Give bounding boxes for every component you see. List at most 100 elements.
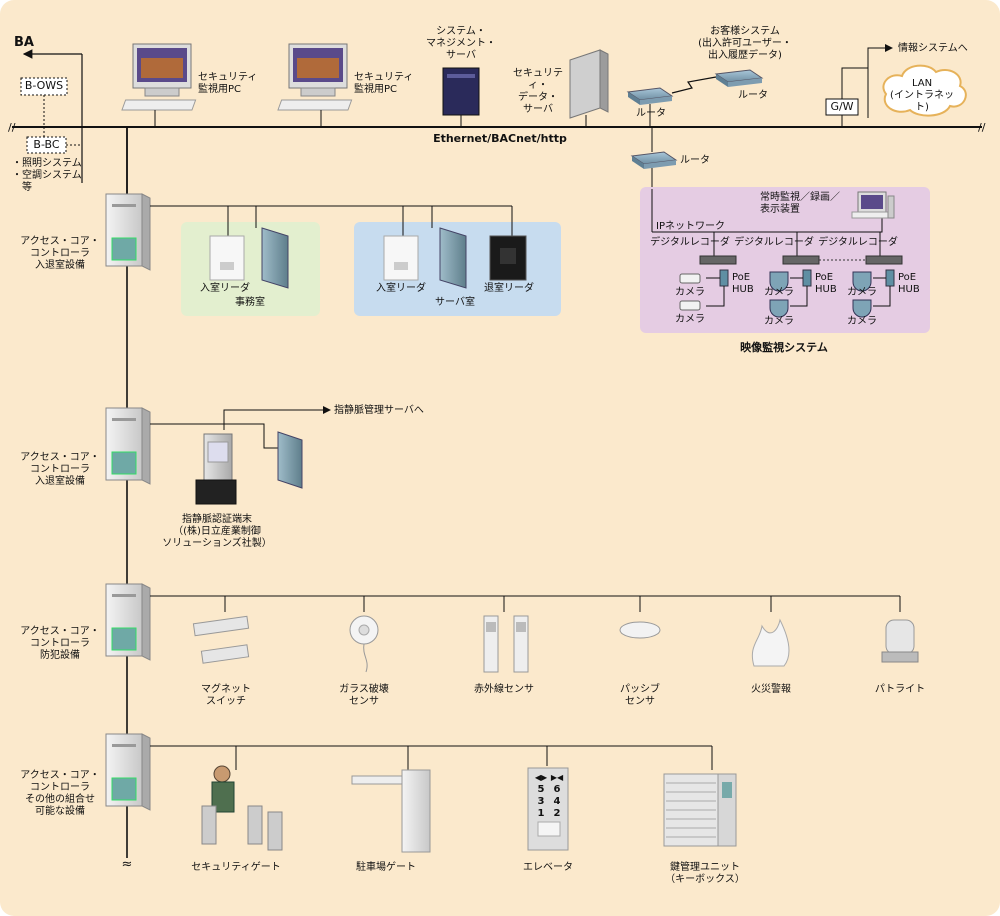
poe-hub-2-label: PoE HUB	[815, 272, 837, 295]
camera-1b-label: カメラ	[675, 314, 705, 325]
controller-1-label: アクセス・コア・ コントローラ 入退室設備	[20, 236, 100, 271]
passive-sensor	[619, 621, 661, 639]
camera-3b-label: カメラ	[847, 316, 877, 327]
recorder-3	[865, 255, 903, 265]
camera-1a	[679, 273, 701, 284]
patlite-label: パトライト	[874, 684, 926, 695]
router3-label: ルータ	[680, 155, 710, 166]
server-in-reader	[383, 235, 419, 281]
pc2-label: セキュリティ 監視用PC	[354, 72, 414, 95]
elevator-btn-2: ▶◀	[550, 773, 564, 782]
patlite-light	[881, 619, 919, 663]
camera-2a-label: カメラ	[764, 287, 794, 298]
camera-2b-label: カメラ	[764, 316, 794, 327]
infrared-sensor-label: 赤外線センサ	[474, 684, 534, 695]
camera-3a	[852, 271, 872, 292]
server-door	[439, 227, 467, 289]
data-server-label: セキュリティ・ データ・ サーバ	[513, 68, 563, 115]
controller-cabinet-3	[105, 583, 151, 661]
parking-gate	[351, 769, 431, 853]
server-room-label: サーバ室	[435, 297, 475, 308]
lan-cloud	[882, 64, 967, 117]
router2-label: ルータ	[738, 90, 768, 101]
monitor-label: 常時監視／録画／ 表示装置	[760, 192, 840, 215]
vein-server-label: 指静脈管理サーバへ	[334, 405, 424, 416]
infrared-sensor	[483, 615, 529, 673]
bus-break-left: //	[8, 121, 16, 134]
magnet-switch-label: マグネット スイッチ	[201, 684, 251, 707]
elevator-btn-4: 6	[553, 784, 561, 795]
video-system-title: 映像監視システム	[740, 341, 828, 354]
poe-hub-1	[719, 269, 729, 287]
camera-1b	[679, 300, 701, 311]
magnet-switch	[192, 615, 250, 664]
controller-2-label: アクセス・コア・ コントローラ 入退室設備	[20, 452, 100, 487]
security-pc-1	[121, 43, 197, 127]
recorder-2	[782, 255, 820, 265]
office-card-reader	[209, 235, 245, 281]
security-gate	[201, 765, 283, 851]
management-server	[442, 67, 480, 127]
camera-2b	[769, 299, 789, 318]
camera-3b	[852, 299, 872, 318]
fire-alarm-label: 火災警報	[751, 684, 791, 695]
ba-label: BA	[14, 35, 34, 50]
controller-cabinet-1	[105, 193, 151, 271]
vein-door	[277, 431, 303, 489]
server-out-reader-label: 退室リーダ	[484, 283, 534, 294]
elevator-btn-7: 1	[537, 808, 545, 819]
glass-break-label: ガラス破壊 センサ	[339, 684, 389, 707]
server-out-reader	[489, 235, 527, 281]
server-in-reader-label: 入室リーダ	[376, 283, 426, 294]
elevator-panel	[527, 767, 569, 851]
security-pc-2	[277, 43, 353, 127]
elevator-btn-8: 2	[553, 808, 561, 819]
poe-hub-3-label: PoE HUB	[898, 272, 920, 295]
fire-alarm	[751, 618, 790, 667]
bc-systems-label: ・照明システム ・空調システム 等	[12, 158, 82, 193]
elevator-btn-5: 3	[537, 796, 545, 807]
controller-cabinet-2	[105, 407, 151, 485]
finger-vein-terminal	[195, 433, 237, 505]
key-box-shelves	[666, 782, 716, 838]
security-gate-label: セキュリティゲート	[191, 862, 281, 873]
bus-end-break: ≈	[121, 857, 133, 872]
info-system-label: 情報システムへ	[898, 43, 968, 54]
vein-terminal-label: 指静脈認証端末 （(株)日立産業制御 ソリューションズ社製）	[162, 514, 272, 549]
parking-gate-label: 駐車場ゲート	[356, 862, 416, 873]
controller-3-label: アクセス・コア・ コントローラ 防犯設備	[20, 626, 100, 661]
bus-break-right: //	[978, 121, 986, 134]
customer-system-label: お客様システム (出入許可ユーザー・ 出入履歴データ)	[698, 26, 792, 61]
key-box-label: 鍵管理ユニット （キーボックス）	[665, 862, 745, 885]
gw-label: G/W	[830, 100, 854, 113]
b-bc-box	[26, 136, 67, 154]
poe-hub-2	[802, 269, 812, 287]
elevator-btn-6: 4	[553, 796, 561, 807]
ip-network-label: IPネットワーク	[656, 221, 725, 232]
recorder-2-label: デジタルレコーダ	[734, 237, 814, 248]
pc1-label: セキュリティ 監視用PC	[198, 72, 258, 95]
elevator-btn-3: 5	[537, 784, 545, 795]
poe-hub-1-label: PoE HUB	[732, 272, 754, 295]
router-2	[714, 69, 764, 87]
recorder-1	[699, 255, 737, 265]
glass-break-sensor	[349, 615, 379, 673]
b-bc-label: B-BC	[33, 138, 60, 151]
b-ows-label: B-OWS	[24, 79, 64, 92]
recorder-1-label: デジタルレコーダ	[650, 237, 730, 248]
controller-cabinet-4	[105, 733, 151, 811]
ethernet-label: Ethernet/BACnet/http	[433, 132, 567, 145]
data-server	[569, 49, 609, 127]
router-1	[626, 87, 674, 127]
camera-3a-label: カメラ	[847, 287, 877, 298]
monitor-device	[851, 191, 895, 219]
router-3	[630, 151, 678, 169]
office-reader-label: 入室リーダ	[200, 283, 250, 294]
camera-1a-label: カメラ	[675, 287, 705, 298]
controller-4-label: アクセス・コア・ コントローラ その他の組合せ 可能な設備	[20, 770, 100, 817]
mgmt-server-label: システム・ マネジメント・ サーバ	[426, 26, 496, 61]
office-room-label: 事務室	[235, 297, 265, 308]
